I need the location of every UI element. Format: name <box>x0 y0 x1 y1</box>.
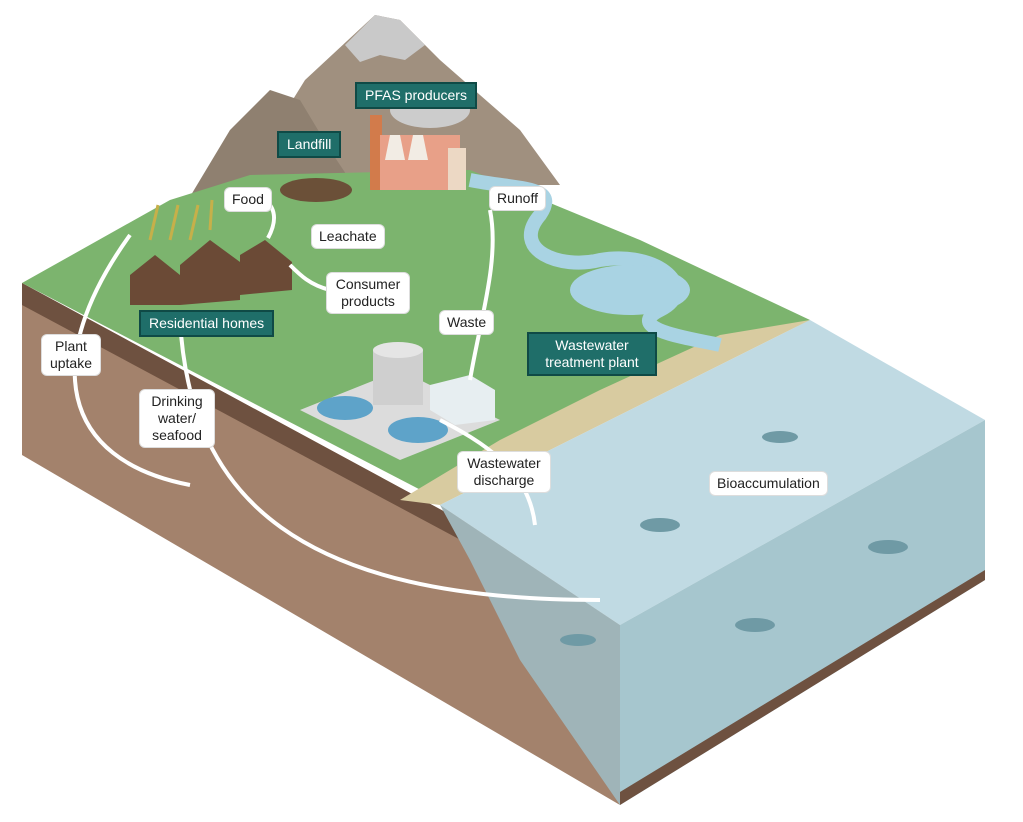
treatment-plant-icon <box>300 342 500 460</box>
water-front-face <box>440 505 620 805</box>
wastewater-discharge-label: Wastewater discharge <box>458 452 550 492</box>
consumer-products-label: Consumer products <box>327 273 409 313</box>
pfas-producers-tag: PFAS producers <box>355 82 477 109</box>
water-right-face <box>620 420 985 805</box>
snow-cap <box>345 15 425 62</box>
residential-homes-tag: Residential homes <box>139 310 275 337</box>
lake <box>570 265 690 315</box>
fish-icons <box>560 431 908 646</box>
plant-uptake-label: Plant uptake <box>42 335 100 375</box>
dark-soil-layer <box>22 283 470 545</box>
wastewater-plant-tag: Wastewater treatment plant <box>527 332 657 376</box>
drinking-water-seafood-label: Drinking water/ seafood <box>140 390 214 447</box>
seabed <box>620 570 985 805</box>
houses-icon <box>130 240 292 305</box>
landfill-icon <box>280 178 352 202</box>
landfill-tag: Landfill <box>277 131 342 158</box>
food-label: Food <box>225 188 271 211</box>
waste-label: Waste <box>440 311 494 334</box>
crops-icon <box>148 199 214 241</box>
leachate-label: Leachate <box>312 225 384 248</box>
bioaccumulation-label: Bioaccumulation <box>710 472 827 495</box>
runoff-label: Runoff <box>490 187 545 210</box>
